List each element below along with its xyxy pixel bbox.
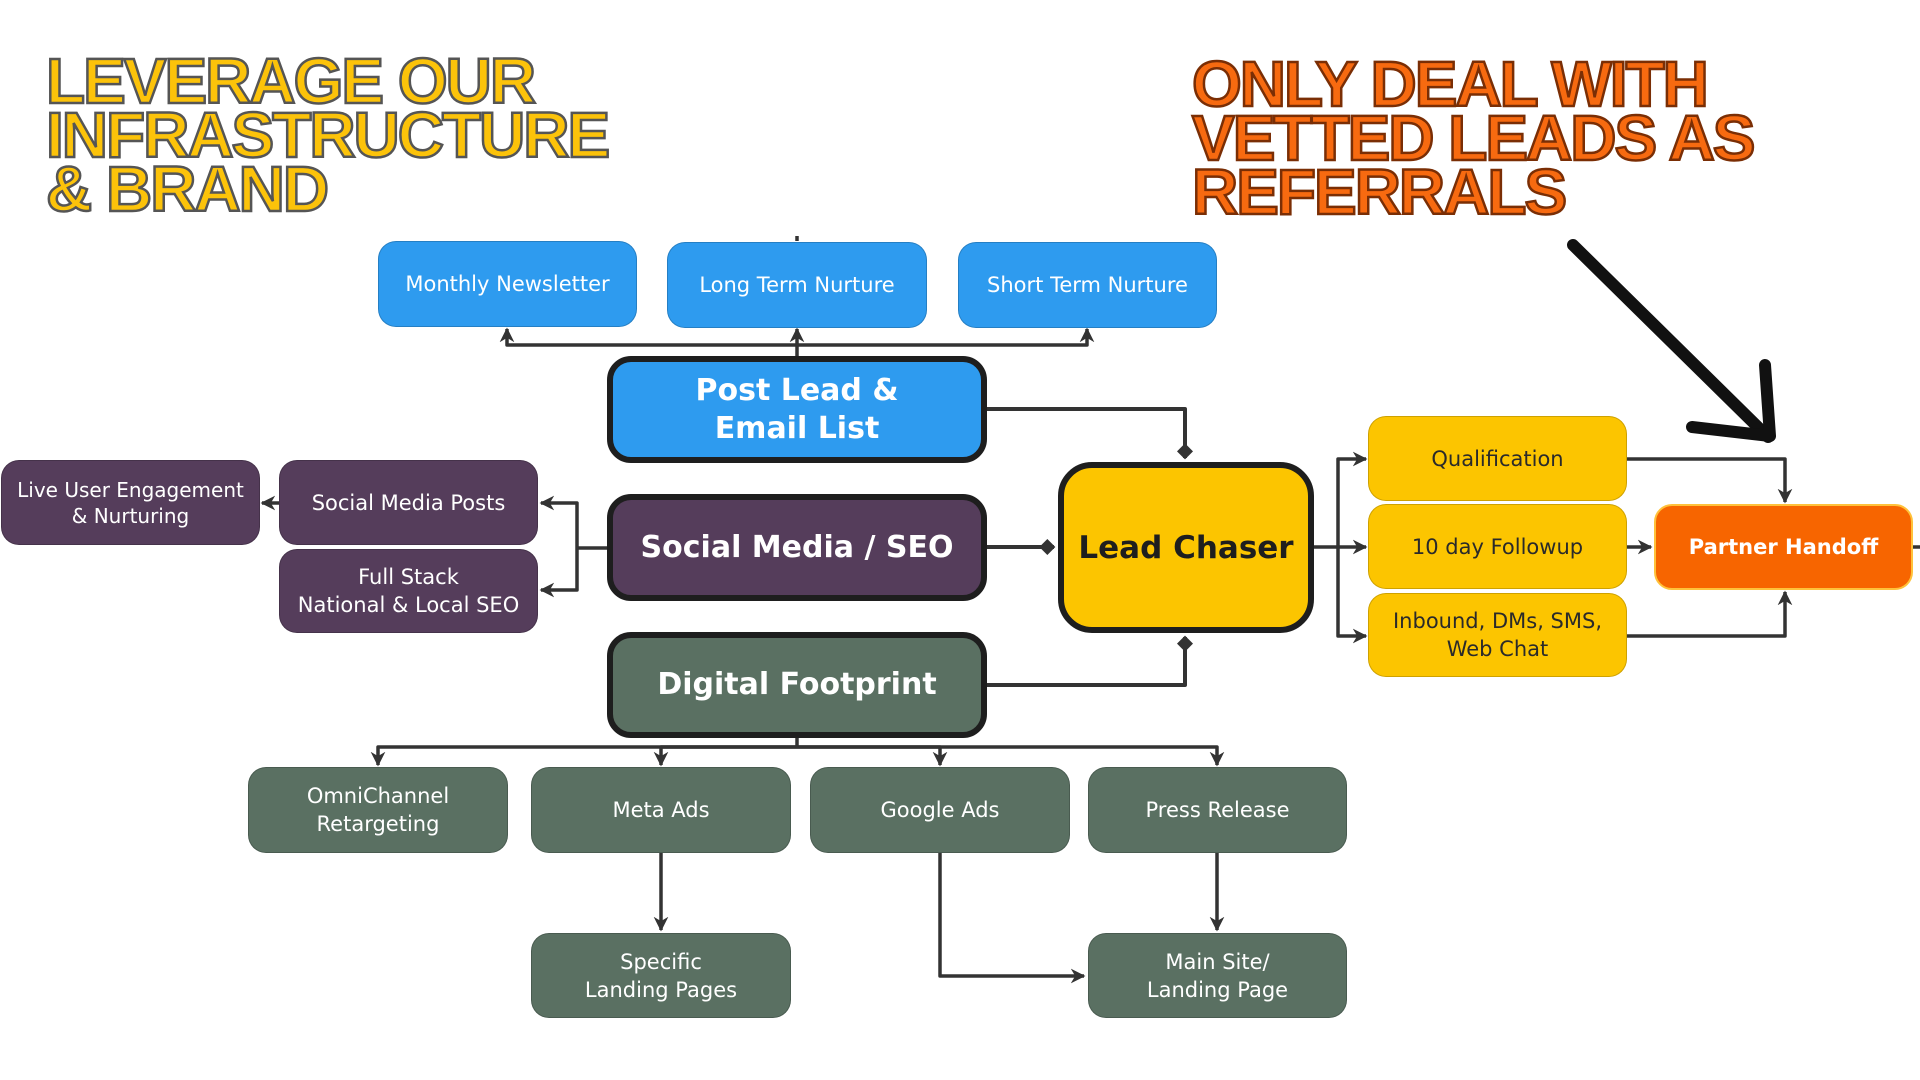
node-label: Digital Footprint — [657, 667, 937, 702]
node-label: Full Stack National & Local SEO — [297, 565, 520, 617]
edge-inbound-to-partner — [1627, 590, 1793, 638]
node-ten-day-followup[interactable]: 10 day Followup — [1368, 504, 1627, 589]
node-label: Post Lead & Email List — [695, 372, 899, 446]
headline-right-line-1: ONLY DEAL WITH — [1191, 48, 1710, 120]
node-long-term-nurture[interactable]: Long Term Nurture — [667, 242, 927, 328]
headline-right-line-3: REFERRALS — [1191, 156, 1569, 228]
node-post-lead-email-list[interactable]: Post Lead & Email List — [607, 356, 987, 463]
node-digital-footprint[interactable]: Digital Footprint — [607, 632, 987, 738]
node-label: Social Media Posts — [311, 490, 506, 515]
node-label: 10 day Followup — [1411, 534, 1584, 559]
headline-left-line-2: INFRASTRUCTURE — [45, 99, 612, 171]
node-meta-ads[interactable]: Meta Ads — [531, 767, 791, 853]
node-inbound-channels[interactable]: Inbound, DMs, SMS, Web Chat — [1368, 593, 1627, 677]
node-label: Social Media / SEO — [640, 529, 954, 565]
edge-to-press-release — [797, 745, 1225, 767]
node-social-media-seo[interactable]: Social Media / SEO — [607, 494, 987, 601]
node-label: Qualification — [1431, 446, 1564, 471]
callout-arrow-icon — [1567, 239, 1776, 443]
node-press-release[interactable]: Press Release — [1088, 767, 1347, 853]
node-label: Monthly Newsletter — [405, 272, 610, 296]
node-live-user-engagement[interactable]: Live User Engagement & Nurturing — [1, 460, 260, 545]
edge-to-google-ads — [797, 745, 948, 767]
edge-post-lead-to-lead-chaser — [987, 407, 1193, 460]
edge-to-monthly-newsletter — [499, 327, 797, 347]
headline-vetted-leads: ONLY DEAL WITH VETTED LEADS AS REFERRALS — [1191, 48, 1757, 228]
edge-to-full-stack-seo — [539, 548, 579, 598]
node-qualification[interactable]: Qualification — [1368, 416, 1627, 501]
node-label: Press Release — [1145, 798, 1290, 822]
edge-to-social-media-posts — [539, 495, 579, 548]
node-specific-landing-pages[interactable]: Specific Landing Pages — [531, 933, 791, 1018]
node-label: Meta Ads — [612, 798, 710, 822]
edge-to-inbound — [1336, 547, 1368, 644]
edge-to-short-term-nurture — [797, 327, 1095, 347]
edge-to-meta-ads — [653, 745, 797, 767]
node-omnichannel-retargeting[interactable]: OmniChannel Retargeting — [248, 767, 508, 853]
node-label: Partner Handoff — [1688, 535, 1879, 559]
node-label: Lead Chaser — [1078, 529, 1294, 566]
edge-to-omnichannel — [370, 745, 797, 767]
node-full-stack-seo[interactable]: Full Stack National & Local SEO — [279, 549, 538, 633]
headline-leverage-infrastructure: LEVERAGE OUR INFRASTRUCTURE & BRAND — [45, 45, 612, 225]
node-label: Long Term Nurture — [699, 273, 895, 297]
edge-google-to-main-site — [938, 853, 1086, 984]
node-label: Live User Engagement & Nurturing — [17, 477, 244, 528]
node-label: OmniChannel Retargeting — [306, 784, 450, 836]
node-label: Inbound, DMs, SMS, Web Chat — [1392, 609, 1602, 661]
edge-qualification-to-partner — [1627, 457, 1793, 504]
node-label: Specific Landing Pages — [584, 949, 738, 1002]
node-label: Main Site/ Landing Page — [1146, 949, 1289, 1002]
node-main-site-landing-page[interactable]: Main Site/ Landing Page — [1088, 933, 1347, 1018]
node-label: Short Term Nurture — [987, 273, 1188, 297]
node-monthly-newsletter[interactable]: Monthly Newsletter — [378, 241, 637, 327]
node-short-term-nurture[interactable]: Short Term Nurture — [958, 242, 1217, 328]
node-partner-handoff[interactable]: Partner Handoff — [1654, 504, 1913, 590]
headline-left-line-1: LEVERAGE OUR — [45, 45, 538, 117]
headline-right-line-2: VETTED LEADS AS — [1191, 102, 1757, 174]
edge-to-qualification — [1336, 451, 1368, 547]
node-label: Google Ads — [880, 798, 1000, 822]
node-google-ads[interactable]: Google Ads — [810, 767, 1070, 853]
headline-left-line-3: & BRAND — [45, 153, 331, 225]
node-social-media-posts[interactable]: Social Media Posts — [279, 460, 538, 545]
edge-digital-to-lead-chaser — [987, 635, 1193, 687]
node-lead-chaser[interactable]: Lead Chaser — [1058, 462, 1314, 633]
